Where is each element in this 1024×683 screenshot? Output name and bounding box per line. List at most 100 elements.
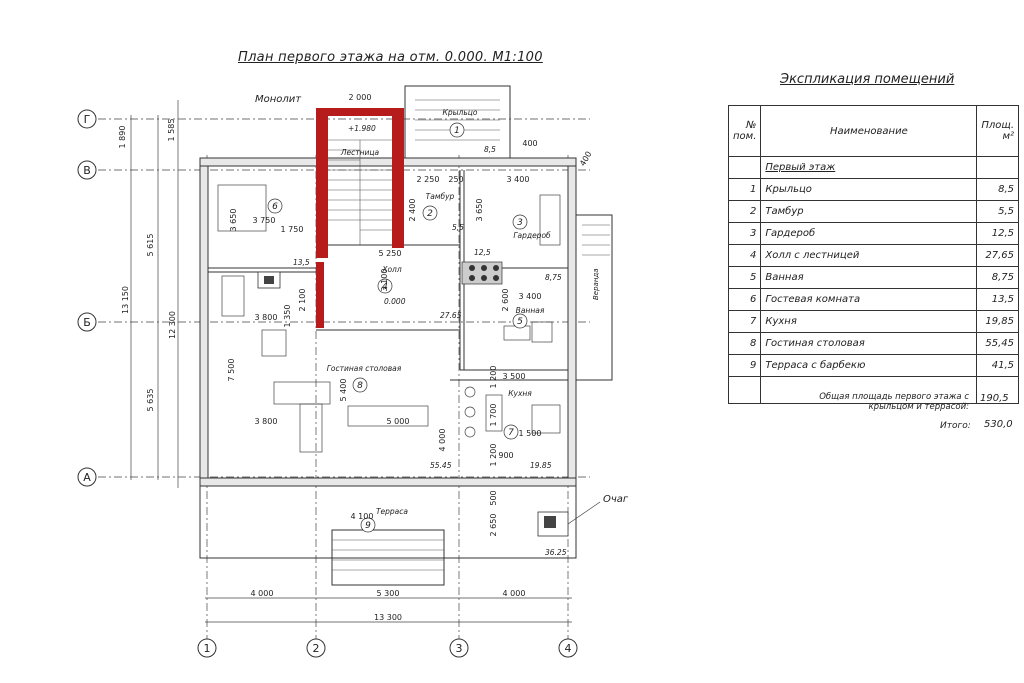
stove-icon (461, 261, 503, 285)
total-note: Общая площадь первого этажа с крыльцом и… (819, 392, 969, 412)
axis-number: 3 (456, 642, 463, 655)
hall-level: 0.000 (384, 297, 406, 306)
dim: 3 650 (229, 209, 238, 232)
axis-letter: Г (84, 113, 91, 126)
dim: 2 000 (349, 93, 372, 102)
fireplace-icon (257, 271, 281, 289)
dim: 400 (522, 139, 537, 148)
dim: 4 000 (438, 429, 447, 452)
room-number: 7 (508, 428, 514, 438)
dim: 1 700 (489, 404, 498, 427)
dim: 2 400 (408, 199, 417, 222)
header-name: Наименование (760, 105, 978, 157)
dim: 2 650 (489, 514, 498, 537)
dim: 500 (489, 490, 498, 505)
rooms-table: № пом. Наименование Площ. м² Первый этаж… (727, 105, 1020, 404)
dim: 1 200 (489, 366, 498, 389)
dim: 3 800 (255, 417, 278, 426)
table-header: № пом. Наименование Площ. м² (727, 105, 1020, 157)
area-bath: 8,75 (545, 273, 562, 282)
dim: 13 150 (121, 286, 130, 314)
table-section: Первый этаж (727, 156, 1020, 179)
dim: 5 615 (146, 234, 155, 257)
table-title: Экспликация помещений (780, 72, 955, 87)
area-terrace: 36.25 (545, 548, 567, 557)
dim: 1 585 (167, 119, 176, 142)
stair-label: Лестница (340, 148, 380, 157)
room-name: Ванная (516, 306, 545, 315)
dim: 13 300 (374, 613, 402, 622)
dim: 400 (578, 150, 593, 168)
room-name: Терраса (376, 507, 408, 516)
dim: 3 750 (253, 216, 276, 225)
dim: 3 800 (255, 313, 278, 322)
grand-total-label: Итого: (940, 421, 971, 431)
room-number: 1 (454, 126, 460, 136)
room-name: Гардероб (513, 231, 551, 240)
room-name: Холл (381, 265, 402, 274)
dim: 12 300 (168, 311, 177, 339)
room-number: 4 (382, 282, 388, 292)
room-name: Кухня (508, 389, 532, 398)
area-porch: 8,5 (484, 145, 496, 154)
dim: 2 250 (417, 175, 440, 184)
dim: 4 000 (251, 589, 274, 598)
dim: 3 100 (380, 269, 389, 292)
dim: 3 400 (519, 292, 542, 301)
axis-number: 4 (565, 642, 572, 655)
axis-number: 2 (313, 642, 320, 655)
axis-letter: Б (83, 316, 91, 329)
plan-title: План первого этажа на отм. 0.000. М1:100 (238, 50, 543, 65)
balcony-label: Веранда (592, 268, 600, 300)
dim: 3 400 (507, 175, 530, 184)
dim: 3 650 (475, 199, 484, 222)
dim: 5 635 (146, 389, 155, 412)
dim: 2 600 (501, 289, 510, 312)
dim: 1 750 (281, 225, 304, 234)
room-name: Крыльцо (443, 108, 478, 117)
area-hall: 27.65 (440, 311, 462, 320)
dim: 7 500 (227, 359, 236, 382)
stair-monolith (316, 108, 404, 328)
total-value: 190,5 (980, 393, 1009, 404)
room-name: Тамбур (426, 192, 455, 201)
room-number: 2 (427, 209, 433, 219)
area-living: 55.45 (430, 461, 452, 470)
area-tambur: 5,5 (452, 223, 464, 232)
axis-letter: А (83, 471, 91, 484)
header-area: Площ. м² (976, 105, 1020, 157)
area-guest: 13,5 (293, 258, 310, 267)
dim: 4 100 (351, 512, 374, 521)
level-mark: +1.980 (348, 124, 376, 133)
table-total-row (727, 376, 1020, 404)
room-name: Гостиная столовая (327, 364, 402, 373)
section-label: Первый этаж (760, 156, 978, 179)
area-kitchen: 19.85 (530, 461, 552, 470)
axis-number: 1 (204, 642, 211, 655)
grand-total-value: 530,0 (984, 419, 1013, 430)
axis-letter: В (83, 164, 91, 177)
dim: 5 300 (377, 589, 400, 598)
dim: 1 890 (118, 126, 127, 149)
room-number: 6 (272, 202, 278, 212)
furniture (217, 184, 561, 453)
dim: 900 (498, 451, 513, 460)
dim: 5 000 (387, 417, 410, 426)
dim: 5 400 (339, 379, 348, 402)
area-wardrobe: 12,5 (474, 248, 491, 257)
room-number: 8 (357, 381, 363, 391)
monolith-label: Монолит (255, 94, 302, 105)
dim: 250 (448, 175, 463, 184)
axis-marker-numbers (197, 638, 578, 658)
room-number: 9 (365, 521, 371, 531)
room-number: 5 (517, 317, 523, 327)
